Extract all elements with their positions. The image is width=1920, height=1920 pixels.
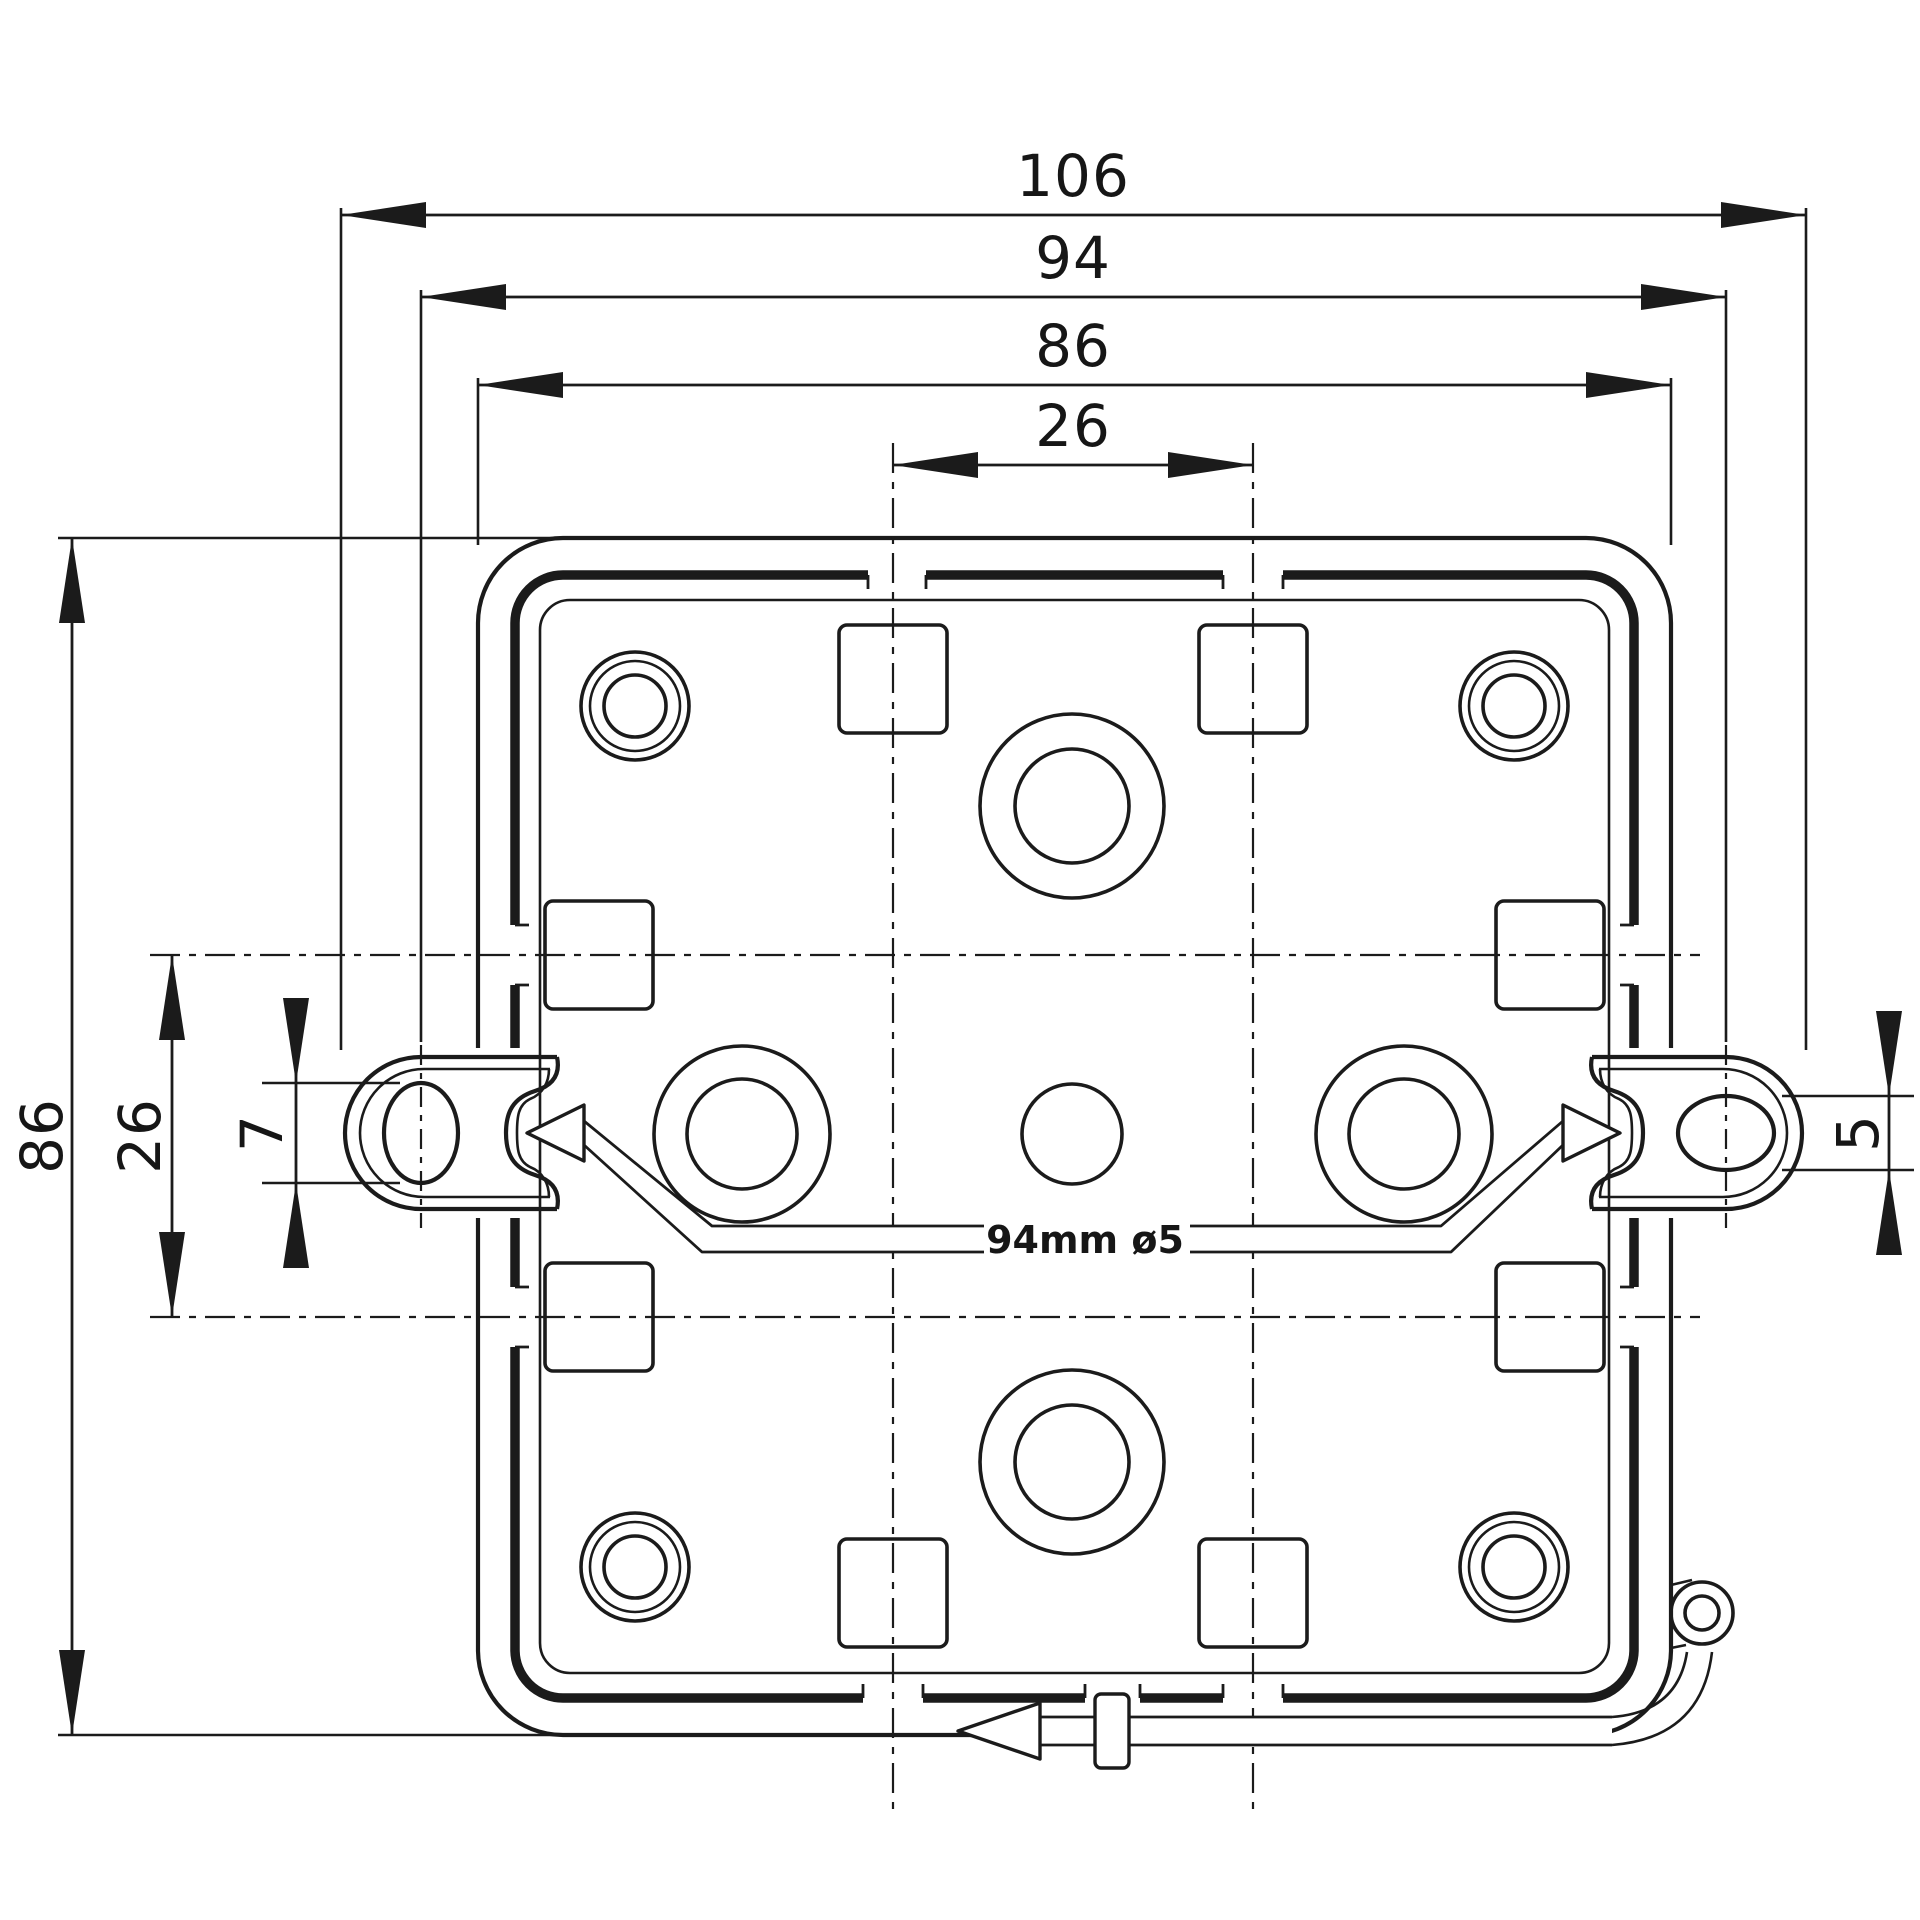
dimension-body-width-label: 86 (1035, 312, 1111, 380)
mounting-note: 94mm ø5 (525, 1103, 1622, 1262)
corner-boss-bottom-right (1458, 1511, 1570, 1623)
junction-box-body (342, 535, 1805, 1747)
seam-gap-ticks (515, 575, 1634, 1698)
latch-eyelet (1669, 1578, 1735, 1650)
corner-boss-bottom-left (579, 1511, 691, 1623)
center-screw-hole (1020, 1082, 1124, 1186)
dimension-body-width: 86 (476, 312, 1673, 545)
corner-boss-top-right (1458, 650, 1570, 762)
dimension-knockout-spacing-vertical-label: 26 (106, 1098, 174, 1174)
dimension-hole-spacing-label: 94 (1035, 224, 1111, 292)
lid-seam (510, 570, 1639, 1703)
latch-tab (1093, 1692, 1131, 1770)
dimension-slot-height-right-label: 5 (1824, 1114, 1892, 1152)
latch-strap-inner (1611, 1651, 1689, 1719)
leader-arrow-right-icon (1561, 1103, 1622, 1163)
knockout-circle-bottom (978, 1368, 1166, 1556)
dimension-body-height: 86 (8, 536, 568, 1737)
mounting-note-label: 94mm ø5 (986, 1218, 1184, 1262)
lid-release-arrow-head-icon (956, 1701, 1042, 1761)
dimension-overall-width-label: 106 (1016, 142, 1130, 210)
dimension-knockout-spacing-horizontal-label: 26 (1035, 392, 1111, 460)
leader-arrow-left-icon (525, 1103, 586, 1163)
lid-release-arrow (956, 1692, 1612, 1770)
dimension-body-height-label: 86 (8, 1098, 76, 1174)
centerlines (150, 443, 1728, 1812)
knockout-circle-left (652, 1044, 832, 1224)
latch-strap-outer (1611, 1651, 1714, 1747)
corner-boss-top-left (579, 650, 691, 762)
dimension-hole-spacing: 94 (419, 224, 1728, 1042)
dimension-slot-height-right: 5 (1782, 1011, 1914, 1255)
dimension-slot-length-left: 7 (228, 998, 400, 1268)
dimension-overall-width: 106 (339, 142, 1808, 1050)
dimension-knockout-spacing-horizontal: 26 (893, 392, 1253, 478)
dimension-knockout-spacing-vertical: 26 (106, 955, 185, 1317)
dimension-slot-length-left-label: 7 (228, 1114, 296, 1152)
knockout-circle-right (1314, 1044, 1494, 1224)
knockout-circle-top (978, 712, 1166, 900)
box-outer-outline (475, 535, 1674, 1048)
